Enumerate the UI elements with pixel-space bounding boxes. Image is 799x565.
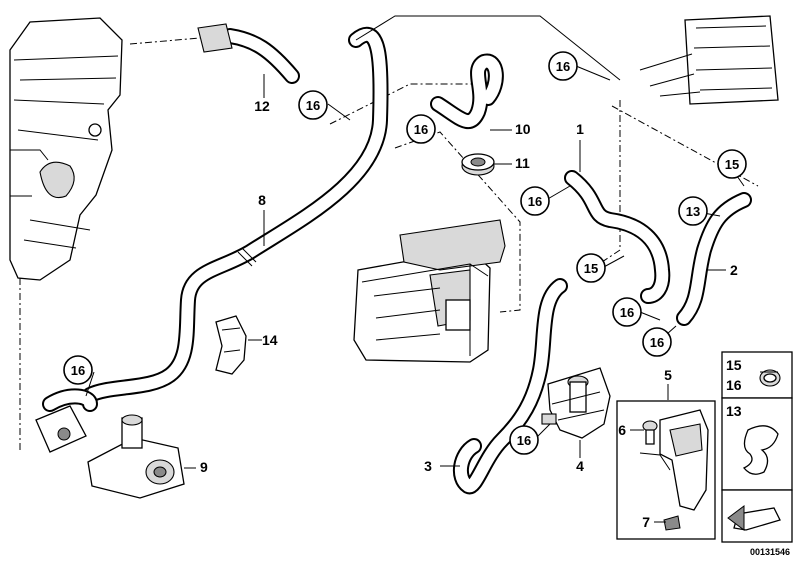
- hose-2: [676, 192, 752, 326]
- callout-9: 9: [200, 459, 208, 475]
- callout-3: 3: [424, 458, 432, 474]
- svg-text:16: 16: [71, 363, 85, 378]
- hose-3: [452, 278, 568, 495]
- pump-9: [35, 388, 185, 499]
- engine-block: [9, 17, 123, 281]
- valve-4: [541, 367, 611, 439]
- leader-hose-top: [129, 37, 201, 45]
- circled-callout-15-a: 15: [576, 253, 606, 283]
- svg-text:15: 15: [584, 261, 598, 276]
- svg-text:15: 15: [725, 157, 739, 172]
- callout-2: 2: [730, 262, 738, 278]
- bracket-14: [215, 315, 247, 375]
- callout-4: 4: [576, 458, 584, 474]
- hose-12: [197, 23, 300, 84]
- circled-callout-16-h: 16: [509, 425, 539, 455]
- svg-text:16: 16: [528, 194, 542, 209]
- legend-label-16: 16: [726, 377, 742, 393]
- circled-callout-16-a: 16: [298, 90, 328, 120]
- control-unit-box: [639, 15, 779, 105]
- circled-callout-16-f: 16: [612, 297, 642, 327]
- svg-text:13: 13: [686, 204, 700, 219]
- callout-6: 6: [618, 422, 626, 438]
- circled-callout-13: 13: [678, 196, 708, 226]
- callout-1: 1: [576, 121, 584, 137]
- svg-text:16: 16: [620, 305, 634, 320]
- svg-text:16: 16: [414, 122, 428, 137]
- grommet-11: [461, 153, 495, 176]
- auxiliary-heater: [353, 219, 506, 363]
- circled-callout-15-b: 15: [717, 149, 747, 179]
- hose-1: [564, 170, 671, 304]
- circled-callout-16-c: 16: [548, 51, 578, 81]
- callout-10: 10: [515, 121, 531, 137]
- svg-text:16: 16: [650, 335, 664, 350]
- legend-panel: [721, 351, 793, 543]
- legend-label-15: 15: [726, 357, 742, 373]
- callout-11: 11: [515, 155, 530, 171]
- legend-label-13: 13: [726, 403, 742, 419]
- callout-12: 12: [254, 98, 270, 114]
- callout-14: 14: [262, 332, 278, 348]
- svg-text:16: 16: [306, 98, 320, 113]
- hose-8: [82, 26, 389, 403]
- circled-callout-16-g: 16: [642, 327, 672, 357]
- callout-5: 5: [664, 367, 672, 383]
- hose-10: [430, 53, 504, 129]
- doc-number: 00131546: [750, 547, 790, 557]
- leader-right: [589, 100, 621, 271]
- leader-lines: [85, 65, 745, 523]
- svg-text:16: 16: [517, 433, 531, 448]
- callout-7: 7: [642, 514, 650, 530]
- circled-callout-16-e: 16: [63, 355, 93, 385]
- svg-text:16: 16: [556, 59, 570, 74]
- callout-8: 8: [258, 192, 266, 208]
- circled-callout-16-b: 16: [406, 114, 436, 144]
- circled-callout-16-d: 16: [520, 186, 550, 216]
- leader-hose-8-top: [355, 15, 621, 81]
- inset-panel-5: [616, 400, 716, 540]
